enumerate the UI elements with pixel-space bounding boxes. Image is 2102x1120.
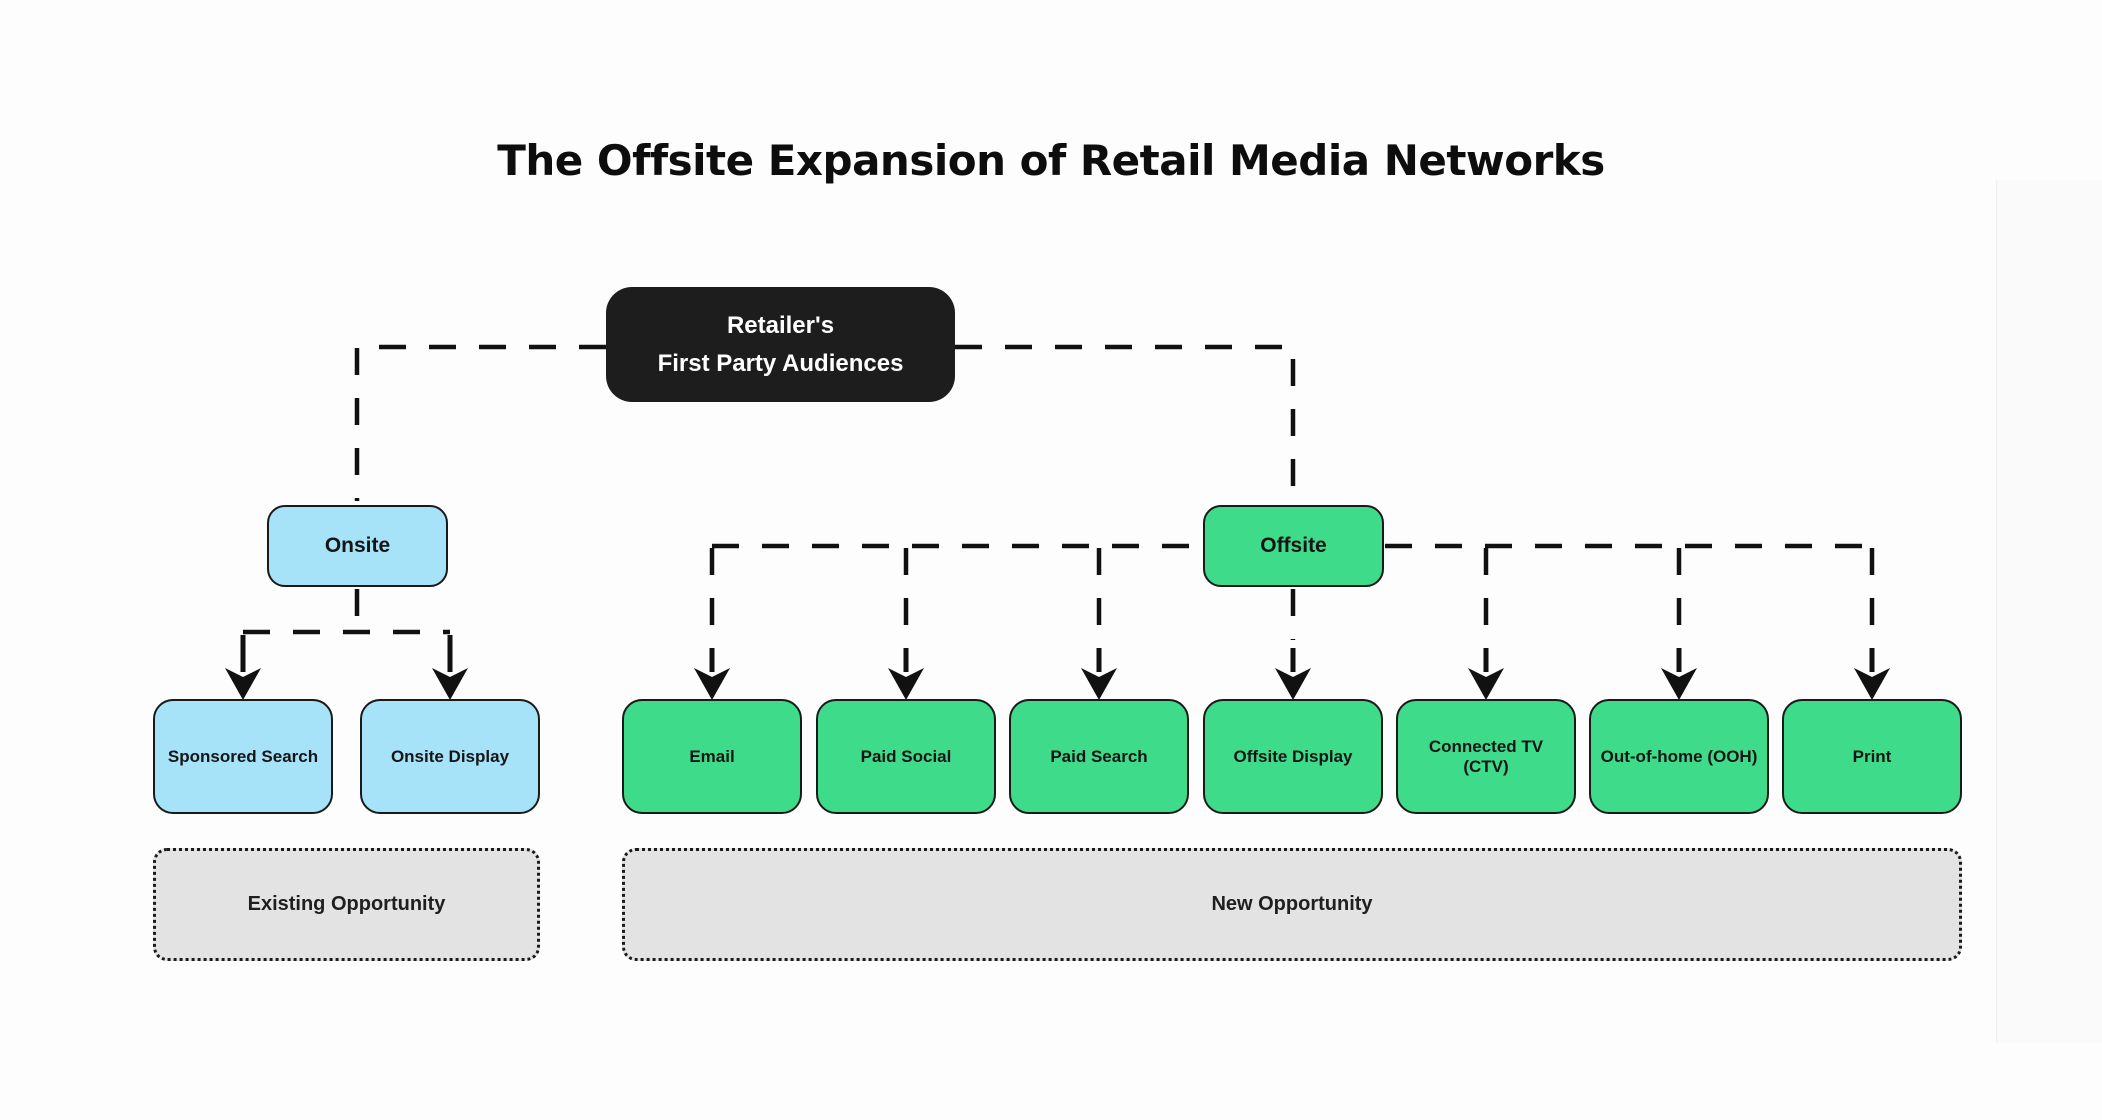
arrow-head-icon bbox=[225, 668, 261, 700]
band-new-opportunity: New Opportunity bbox=[622, 848, 1962, 961]
node-sponsored-search: Sponsored Search bbox=[153, 699, 333, 814]
arrow-head-icon bbox=[1081, 668, 1117, 700]
node-connected-tv: Connected TV (CTV) bbox=[1396, 699, 1576, 814]
arrow-head-icon bbox=[1661, 668, 1697, 700]
node-offsite: Offsite bbox=[1203, 505, 1384, 587]
node-paid-social: Paid Social bbox=[816, 699, 996, 814]
root-label-line1: Retailer's bbox=[726, 312, 835, 340]
arrow-head-icon bbox=[694, 668, 730, 700]
root-label-line2: First Party Audiences bbox=[657, 349, 904, 377]
node-email: Email bbox=[622, 699, 802, 814]
node-onsite: Onsite bbox=[267, 505, 448, 587]
node-out-of-home: Out-of-home (OOH) bbox=[1589, 699, 1769, 814]
arrow-head-icon bbox=[432, 668, 468, 700]
node-paid-search: Paid Search bbox=[1009, 699, 1189, 814]
connector-root-to-offsite bbox=[955, 344, 1296, 501]
arrow-head-icon bbox=[1468, 668, 1504, 700]
band-existing-opportunity: Existing Opportunity bbox=[153, 848, 540, 961]
root-node-label: Retailer's First Party Audiences bbox=[658, 307, 904, 381]
canvas-edge-artifact bbox=[1996, 180, 2102, 1043]
node-retailers-first-party-audiences: Retailer's First Party Audiences bbox=[606, 287, 955, 402]
node-offsite-display: Offsite Display bbox=[1203, 699, 1383, 814]
arrow-head-icon bbox=[888, 668, 924, 700]
arrow-head-icon bbox=[1854, 668, 1890, 700]
arrow-head-icon bbox=[1275, 668, 1311, 700]
diagram-title: The Offsite Expansion of Retail Media Ne… bbox=[497, 136, 1605, 185]
node-print: Print bbox=[1782, 699, 1962, 814]
connector-root-to-onsite bbox=[354, 344, 606, 501]
node-onsite-display: Onsite Display bbox=[360, 699, 540, 814]
